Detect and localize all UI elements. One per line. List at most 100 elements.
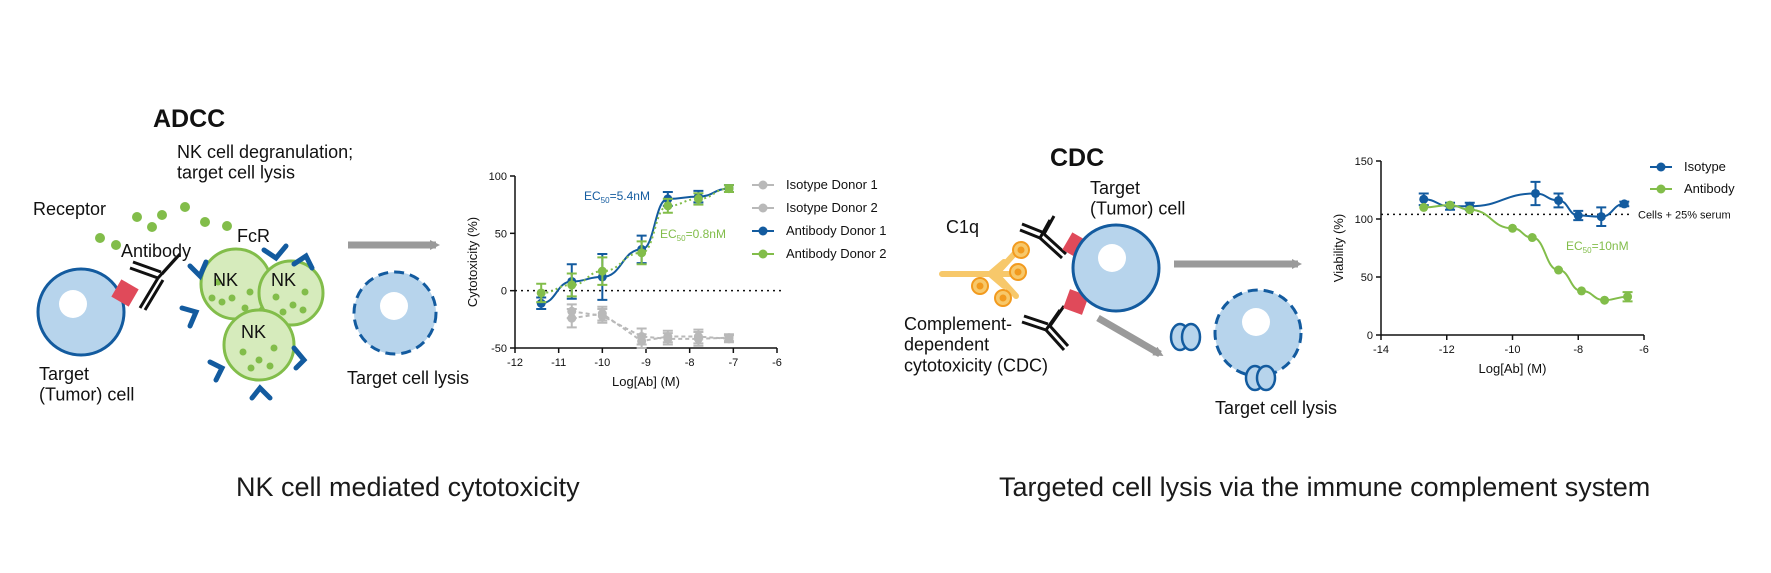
x-tick-label: -6 (772, 357, 782, 369)
legend-entry: Isotype Donor 1 (752, 177, 878, 192)
data-point (1465, 205, 1475, 215)
data-point (1600, 295, 1610, 305)
data-point (637, 248, 647, 258)
adcc-diagram: ADCC NK cell degranulation;target cell l… (33, 105, 469, 405)
series-antibody: EC50=10nM (1419, 200, 1633, 305)
fcr-receptor-icon (249, 384, 273, 401)
x-tick-label: -9 (641, 357, 651, 369)
granule (111, 240, 121, 250)
data-point (1596, 212, 1606, 222)
data-point (597, 266, 607, 276)
cdc-antibody-icon (1021, 305, 1070, 352)
fcr-receptor-icon (207, 359, 226, 383)
x-axis-label: Log[Ab] (M) (612, 374, 680, 389)
data-point (637, 336, 647, 346)
cdc-caption: Targeted cell lysis via the immune compl… (999, 472, 1651, 502)
y-tick-label: 50 (1361, 272, 1373, 284)
legend-label: Antibody Donor 1 (786, 223, 886, 238)
x-tick-label: -10 (1505, 344, 1521, 356)
nk-label: NK (241, 322, 266, 342)
data-point (1445, 200, 1455, 210)
ec50-label: EC50=10nM (1566, 239, 1629, 255)
fcr-label: FcR (237, 226, 270, 246)
data-point (1419, 202, 1429, 212)
data-point (1577, 286, 1587, 296)
cdc-arrow-down (1096, 314, 1164, 358)
cdc-title: CDC (1050, 144, 1104, 172)
data-point (1554, 195, 1564, 205)
reference-line-label: Cells + 25% serum (1638, 209, 1731, 221)
series-antibody-donor-2: EC50=0.8nM (536, 184, 734, 304)
x-tick-label: -8 (685, 357, 695, 369)
adcc-degranulation-label: NK cell degranulation;target cell lysis (177, 142, 353, 183)
fcr-receptor-icon (261, 243, 289, 262)
adcc-target-label: Target(Tumor) cell (39, 364, 134, 405)
data-point (1508, 223, 1517, 233)
x-tick-label: -8 (1573, 344, 1583, 356)
cdc-lysed-cell (1213, 288, 1303, 392)
legend-label: Isotype (1684, 159, 1726, 174)
y-tick-label: 100 (489, 171, 507, 183)
nk-cell-3: NK (222, 308, 296, 382)
data-point (1619, 199, 1629, 209)
granule (180, 202, 190, 212)
receptor-label: Receptor (33, 199, 106, 219)
legend-entry: Isotype (1650, 159, 1726, 174)
y-tick-label: 0 (501, 286, 507, 298)
data-point (1554, 265, 1564, 275)
x-tick-label: -10 (594, 357, 610, 369)
legend-entry: Antibody Donor 1 (752, 223, 886, 238)
nk-label: NK (271, 270, 296, 290)
adcc-target-cell (36, 267, 126, 357)
cdc-lysis-label: Target cell lysis (1215, 398, 1337, 418)
granule (132, 212, 142, 222)
y-tick-label: 100 (1355, 214, 1373, 226)
x-tick-label: -12 (1439, 344, 1455, 356)
granule (147, 222, 157, 232)
c1q-icon (939, 241, 1030, 307)
y-axis-label: Viability (%) (1331, 214, 1346, 282)
nk-label: NK (213, 270, 238, 290)
antigen-marker (111, 279, 139, 307)
cell-nucleus (380, 292, 408, 320)
data-point (1419, 194, 1429, 204)
cdc-target-cell (1071, 223, 1161, 313)
granule (95, 233, 105, 243)
membrane-attack-complex-icon (1169, 322, 1202, 352)
legend-label: Antibody (1684, 181, 1735, 196)
data-point (536, 298, 546, 308)
x-tick-label: -14 (1373, 344, 1389, 356)
fcr-receptor-icon (179, 305, 200, 329)
ec50-label: EC50=5.4nM (584, 189, 650, 205)
x-tick-label: -6 (1639, 344, 1649, 356)
x-axis-label: Log[Ab] (M) (1479, 361, 1547, 376)
antibody-label: Antibody (121, 241, 191, 261)
adcc-title: ADCC (153, 105, 225, 133)
fcr-receptor-icon (291, 345, 308, 371)
x-tick-label: -11 (551, 357, 566, 369)
cell-nucleus (59, 290, 87, 318)
data-point (1623, 292, 1633, 302)
legend-label: Isotype Donor 1 (786, 177, 878, 192)
granules (95, 202, 232, 250)
fcr-receptor-icon (187, 259, 209, 281)
fcr-receptor-icon (291, 252, 315, 271)
legend-label: Isotype Donor 2 (786, 200, 878, 215)
legend-entry: Isotype Donor 2 (752, 200, 878, 215)
series-isotype-donor-2 (566, 305, 734, 349)
granule (157, 210, 167, 220)
fcr-receptors (179, 243, 315, 401)
adcc-lysis-label: Target cell lysis (347, 368, 469, 388)
data-point (724, 334, 734, 344)
nk-cell-2: NK (257, 259, 325, 327)
y-tick-label: 50 (495, 228, 507, 240)
data-point (567, 280, 577, 290)
x-tick-label: -7 (728, 357, 738, 369)
cell-nucleus (1242, 308, 1270, 336)
cdc-antibody-icon (1019, 215, 1068, 260)
y-tick-label: 150 (1355, 156, 1373, 168)
cdc-target-label: Target(Tumor) cell (1090, 178, 1185, 219)
